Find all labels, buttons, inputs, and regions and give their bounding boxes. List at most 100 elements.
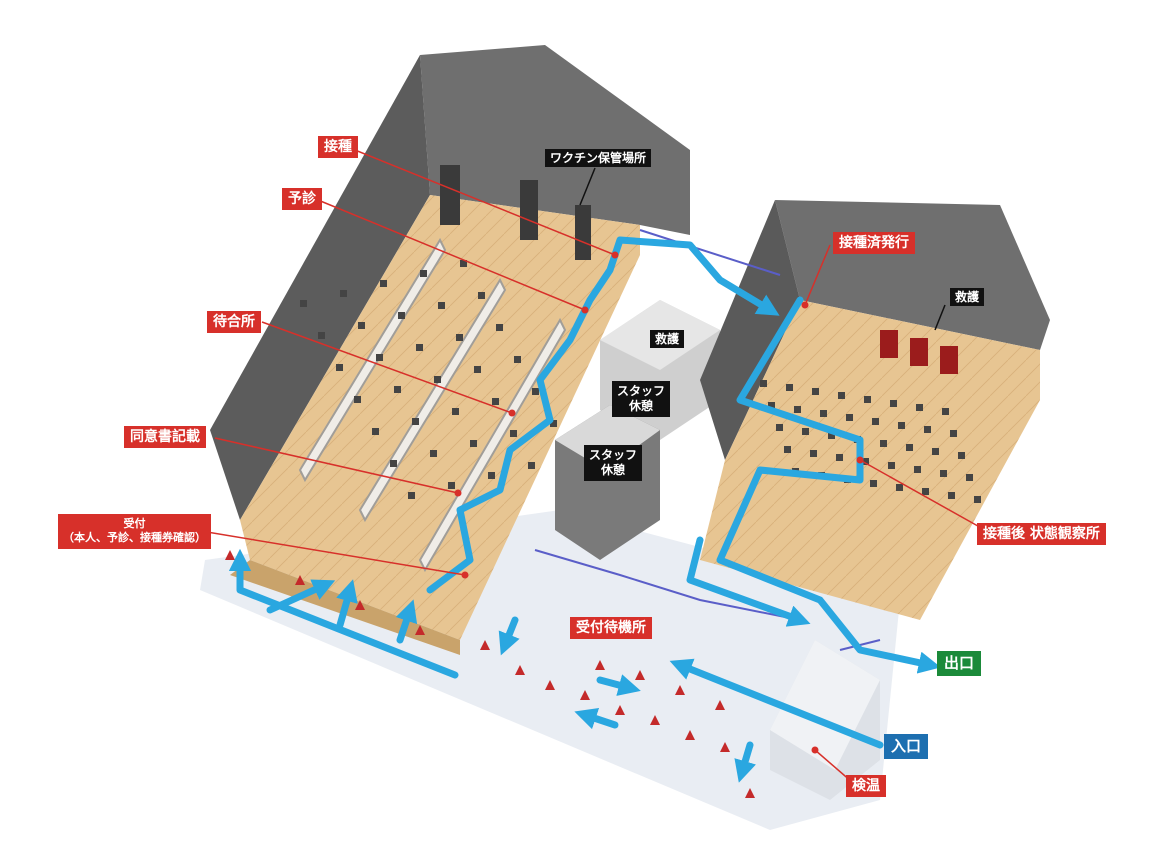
traffic-cone-icon bbox=[615, 705, 625, 715]
reception-detail: （本人、予診、接種券確認） bbox=[63, 531, 206, 545]
chair bbox=[820, 410, 827, 417]
staff-rest-1-line2: 休憩 bbox=[629, 399, 654, 413]
chair bbox=[932, 448, 939, 455]
chair bbox=[412, 418, 419, 425]
staff-rest-1-line1: スタッフ bbox=[617, 384, 666, 398]
chair bbox=[906, 444, 913, 451]
traffic-cone-icon bbox=[580, 690, 590, 700]
chair bbox=[528, 462, 535, 469]
label-rescue-center: 救護 bbox=[650, 330, 685, 348]
staff-rest-2-line1: スタッフ bbox=[589, 448, 638, 462]
label-reception-waiting: 受付待機所 bbox=[570, 617, 652, 639]
chair bbox=[340, 290, 347, 297]
chair bbox=[372, 428, 379, 435]
chair bbox=[438, 302, 445, 309]
chair bbox=[448, 482, 455, 489]
right-building bbox=[700, 200, 1050, 620]
chair bbox=[474, 366, 481, 373]
chair bbox=[496, 324, 503, 331]
traffic-cone-icon bbox=[595, 660, 605, 670]
chair bbox=[478, 292, 485, 299]
chair bbox=[812, 388, 819, 395]
chair bbox=[974, 496, 981, 503]
chair bbox=[470, 440, 477, 447]
chair bbox=[872, 418, 879, 425]
chair bbox=[896, 484, 903, 491]
label-entrance: 入口 bbox=[884, 734, 929, 759]
chair bbox=[336, 364, 343, 371]
chair bbox=[950, 430, 957, 437]
queue-stanchions bbox=[225, 550, 755, 798]
chair bbox=[966, 474, 973, 481]
label-exit: 出口 bbox=[937, 651, 982, 676]
traffic-cone-icon bbox=[225, 550, 235, 560]
chair bbox=[880, 440, 887, 447]
label-certificate-issue: 接種済発行 bbox=[833, 232, 915, 254]
chair bbox=[394, 386, 401, 393]
traffic-cone-icon bbox=[715, 700, 725, 710]
chair bbox=[958, 452, 965, 459]
leader-lines-black bbox=[579, 167, 946, 331]
chair bbox=[380, 280, 387, 287]
traffic-cone-icon bbox=[745, 788, 755, 798]
chair bbox=[430, 450, 437, 457]
traffic-cone-icon bbox=[415, 625, 425, 635]
traffic-cone-icon bbox=[295, 575, 305, 585]
label-vaccination: 接種 bbox=[318, 136, 358, 158]
chair bbox=[846, 414, 853, 421]
chair bbox=[916, 404, 923, 411]
chair bbox=[510, 430, 517, 437]
leader-lines bbox=[194, 147, 986, 783]
label-reception: 受付 （本人、予診、接種券確認） bbox=[58, 514, 211, 549]
chair bbox=[940, 470, 947, 477]
chair bbox=[948, 492, 955, 499]
chair bbox=[794, 406, 801, 413]
chair bbox=[942, 408, 949, 415]
chair bbox=[532, 388, 539, 395]
chair bbox=[376, 354, 383, 361]
chair bbox=[420, 270, 427, 277]
chair bbox=[452, 408, 459, 415]
chair bbox=[862, 458, 869, 465]
chair bbox=[786, 384, 793, 391]
label-staff-rest-1: スタッフ 休憩 bbox=[612, 381, 671, 417]
staff-rest-2-line2: 休憩 bbox=[601, 463, 626, 477]
label-observation: 接種後 状態観察所 bbox=[977, 523, 1106, 545]
traffic-cone-icon bbox=[515, 665, 525, 675]
chair bbox=[870, 480, 877, 487]
label-waiting-area: 待合所 bbox=[207, 311, 261, 333]
chair bbox=[828, 432, 835, 439]
chair bbox=[890, 400, 897, 407]
chair bbox=[760, 380, 767, 387]
label-consent-form: 同意書記載 bbox=[124, 426, 206, 448]
chair bbox=[836, 454, 843, 461]
label-pre-exam: 予診 bbox=[282, 188, 322, 210]
chair bbox=[488, 472, 495, 479]
label-staff-rest-2: スタッフ 休憩 bbox=[584, 445, 643, 481]
chair bbox=[416, 344, 423, 351]
chair bbox=[924, 426, 931, 433]
reception-title: 受付 bbox=[123, 517, 146, 530]
traffic-cone-icon bbox=[685, 730, 695, 740]
traffic-cone-icon bbox=[720, 742, 730, 752]
traffic-cone-icon bbox=[355, 600, 365, 610]
chair bbox=[434, 376, 441, 383]
chair bbox=[838, 392, 845, 399]
chair bbox=[898, 422, 905, 429]
chair bbox=[300, 300, 307, 307]
chair bbox=[784, 446, 791, 453]
chair bbox=[318, 332, 325, 339]
label-temperature-check: 検温 bbox=[846, 775, 886, 797]
chair bbox=[460, 260, 467, 267]
traffic-cone-icon bbox=[545, 680, 555, 690]
chair bbox=[456, 334, 463, 341]
chair bbox=[914, 466, 921, 473]
chair bbox=[390, 460, 397, 467]
chair bbox=[810, 450, 817, 457]
chair bbox=[358, 322, 365, 329]
chair bbox=[776, 424, 783, 431]
chair bbox=[802, 428, 809, 435]
traffic-cone-icon bbox=[675, 685, 685, 695]
chair bbox=[408, 492, 415, 499]
